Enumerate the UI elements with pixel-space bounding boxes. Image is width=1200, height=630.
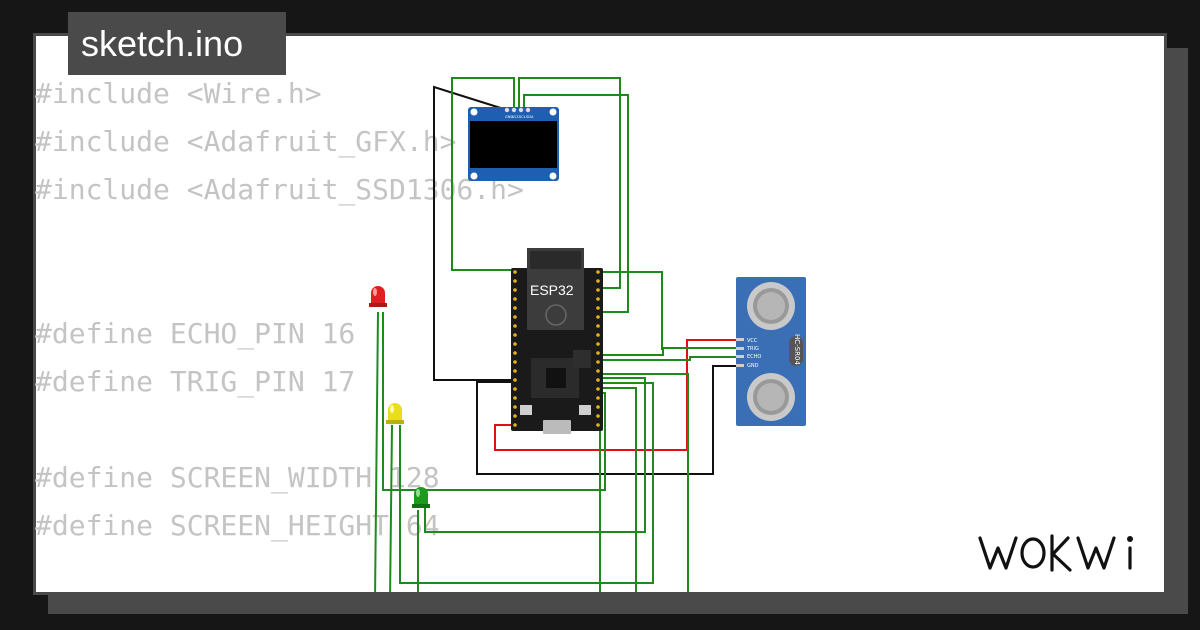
esp32-label: ESP32 [530, 282, 574, 298]
wire-black [433, 85, 512, 381]
code-line: #define ECHO_PIN 16 [35, 317, 356, 350]
sensor-pin-label: GND [747, 363, 759, 369]
sensor-pin-label: ECHO [747, 354, 761, 360]
code-line: #define SCREEN_WIDTH 128 [35, 461, 440, 494]
code-line: #define SCREEN_HEIGHT 64 [35, 509, 440, 542]
sensor-pin-label: TRIG [746, 346, 759, 352]
wire-green [523, 94, 629, 313]
led-red[interactable] [369, 286, 387, 307]
wire-green [389, 424, 393, 592]
wire-green [598, 347, 738, 356]
esp32-board[interactable]: ESP32 [511, 248, 603, 434]
wire-red [494, 339, 738, 451]
crystal-icon [789, 336, 803, 366]
wire-green [598, 387, 637, 592]
wire-green [399, 382, 654, 584]
espressif-logo-icon [545, 304, 567, 326]
ultrasonic-sensor[interactable]: HC-SR04 VCC TRIG ECHO GND [736, 277, 806, 426]
reset-button[interactable] [579, 405, 591, 415]
wire-black [476, 365, 738, 475]
wire-green [374, 311, 379, 592]
oled-pin-label: GND [505, 115, 513, 119]
wires [374, 77, 738, 592]
wire-green [424, 377, 646, 533]
wire-green [451, 77, 516, 271]
wire-green [598, 271, 663, 350]
boot-button[interactable] [520, 405, 532, 415]
sensor-pin-label: VCC [747, 338, 758, 344]
wokwi-logo [978, 534, 1133, 572]
oled-pin-label: SCL [519, 115, 526, 119]
led-yellow[interactable] [386, 403, 404, 424]
wire-green [598, 356, 738, 361]
code-line: #define TRIG_PIN 17 [35, 365, 356, 398]
wire-green [598, 373, 689, 592]
file-name-tab: sketch.ino [68, 12, 286, 75]
sensor-model-label: HC-SR04 [793, 334, 801, 365]
usb-port-icon [543, 420, 571, 434]
oled-pin-label: SDA [526, 115, 534, 119]
code-line: #include <Wire.h> [35, 77, 322, 110]
oled-pin-label: VCC [512, 115, 520, 119]
led-green[interactable] [412, 487, 430, 508]
wire-green [518, 77, 621, 289]
code-line: #include <Adafruit_GFX.h> [35, 125, 457, 158]
oled-display[interactable]: GND VCC SCL SDA [468, 107, 559, 181]
code-line: #include <Adafruit_SSD1306.h> [35, 173, 524, 206]
